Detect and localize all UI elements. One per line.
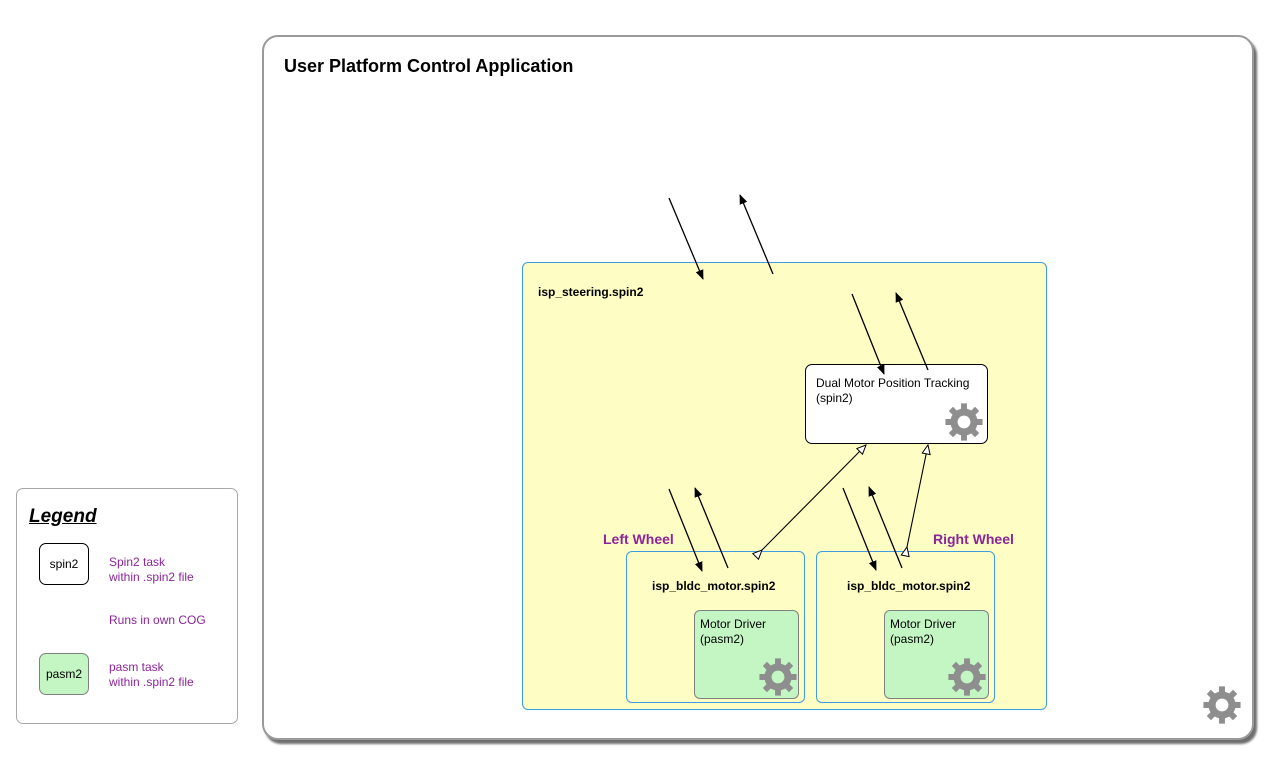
link-tracking-right-motor (907, 445, 928, 547)
arrow-into-right-motor (842, 487, 877, 571)
legend-text-spin2: Spin2 task within .spin2 file (109, 555, 194, 585)
tracking-label-line2: (spin2) (816, 391, 853, 405)
left-driver-line2: (pasm2) (700, 632, 745, 646)
gear-icon (945, 403, 983, 441)
legend-text-cog: Runs in own COG (109, 613, 206, 628)
left-motor-driver-label: Motor Driver (pasm2) (700, 617, 766, 647)
right-motor-driver-label: Motor Driver (pasm2) (890, 617, 956, 647)
legend-sample-pasm2: pasm2 (39, 653, 89, 695)
tracking-label-line1: Dual Motor Position Tracking (816, 376, 970, 390)
arrow-out-of-left-motor (694, 487, 729, 569)
right-driver-line2: (pasm2) (890, 632, 935, 646)
left-motor-title: isp_bldc_motor.spin2 (652, 579, 776, 593)
gear-icon (759, 658, 797, 696)
app-title: User Platform Control Application (284, 56, 574, 76)
link-tracking-left-motor (762, 445, 866, 550)
legend-spin2-line1: Spin2 task (109, 555, 166, 569)
gear-icon (948, 658, 986, 696)
tracking-label: Dual Motor Position Tracking (spin2) (816, 376, 969, 406)
legend-pasm2-line1: pasm task (109, 660, 164, 674)
arrow-into-steering (668, 197, 704, 280)
arrow-into-left-motor (668, 488, 703, 572)
left-motor-driver-box (694, 610, 799, 699)
left-wheel-label: Left Wheel (603, 531, 674, 547)
legend-sample-spin2: spin2 (39, 543, 89, 585)
arrow-into-tracking (851, 293, 885, 375)
right-driver-line1: Motor Driver (890, 617, 957, 631)
legend-spin2-line2: within .spin2 file (109, 570, 194, 584)
left-driver-line1: Motor Driver (700, 617, 767, 631)
legend-title: Legend (29, 506, 97, 527)
legend-cog-line1: Runs in own COG (109, 613, 206, 627)
arrow-out-of-right-motor (868, 486, 903, 569)
right-motor-title: isp_bldc_motor.spin2 (847, 579, 971, 593)
steering-title: isp_steering.spin2 (538, 285, 644, 299)
arrow-out-of-steering (739, 194, 774, 275)
right-wheel-label: Right Wheel (933, 531, 1014, 547)
gear-icon (1203, 686, 1241, 724)
legend-text-pasm2: pasm task within .spin2 file (109, 660, 194, 690)
legend-pasm2-line2: within .spin2 file (109, 675, 194, 689)
arrow-out-of-tracking (895, 292, 929, 371)
